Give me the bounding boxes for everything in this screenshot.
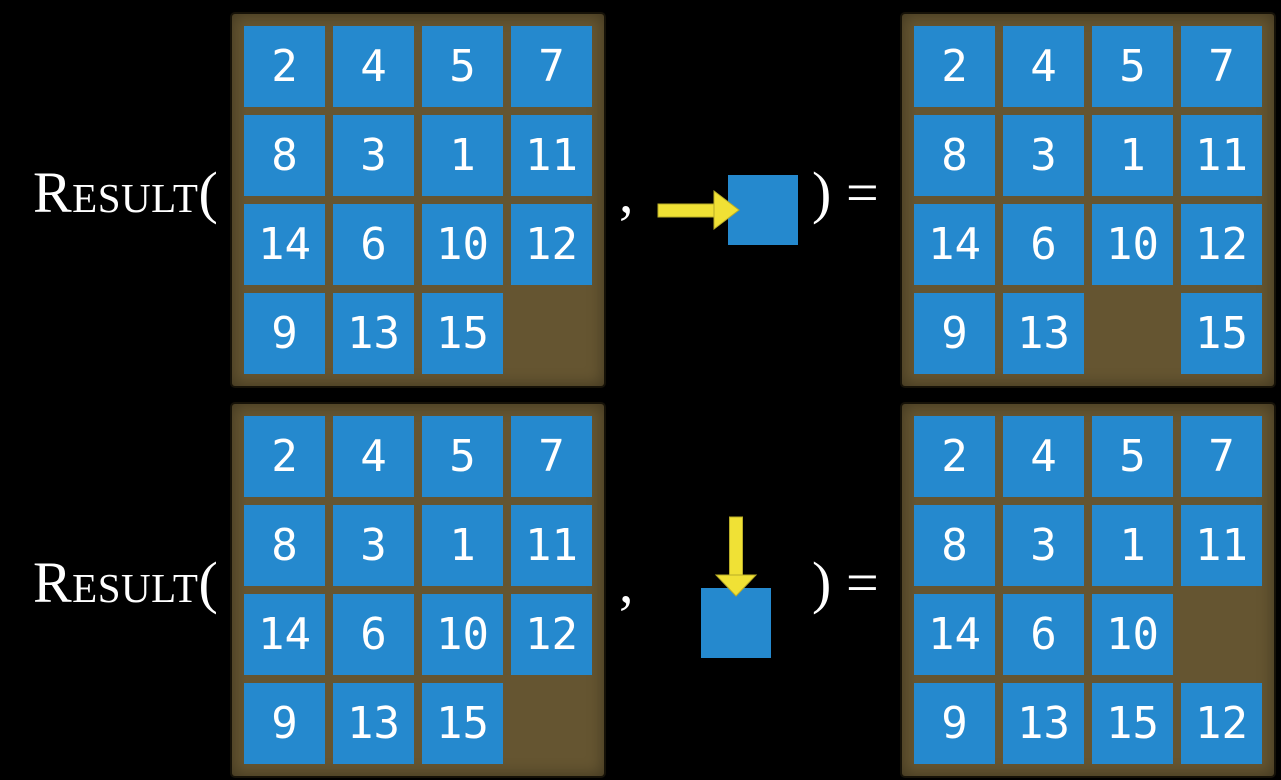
puzzle-tile-14: 14 xyxy=(914,204,995,285)
puzzle-tile-2: 2 xyxy=(914,26,995,107)
close-paren: ) xyxy=(812,550,832,615)
action-move-right xyxy=(657,175,798,245)
puzzle-tile-12: 12 xyxy=(511,594,592,675)
puzzle-tile-4: 4 xyxy=(1003,26,1084,107)
puzzle-tile-2: 2 xyxy=(244,26,325,107)
puzzle-tile-7: 7 xyxy=(511,26,592,107)
result-function-label: Result( xyxy=(33,550,219,615)
action-move-down xyxy=(701,516,771,658)
puzzle-tile-5: 5 xyxy=(1092,26,1173,107)
puzzle-tile-5: 5 xyxy=(1092,416,1173,497)
puzzle-tile-10: 10 xyxy=(422,204,503,285)
puzzle-tile-6: 6 xyxy=(333,204,414,285)
puzzle-tile-9: 9 xyxy=(244,683,325,764)
comma-separator: , xyxy=(619,160,634,225)
puzzle-blank-cell xyxy=(1181,594,1262,675)
puzzle-blank-cell xyxy=(1092,293,1173,374)
puzzle-tile-1: 1 xyxy=(1092,505,1173,586)
puzzle-tile-8: 8 xyxy=(244,115,325,196)
puzzle-tile-12: 12 xyxy=(511,204,592,285)
puzzle-tile-13: 13 xyxy=(1003,293,1084,374)
puzzle-tile-13: 13 xyxy=(1003,683,1084,764)
puzzle-blank-cell xyxy=(511,293,592,374)
puzzle-tile-10: 10 xyxy=(422,594,503,675)
puzzle-tile-3: 3 xyxy=(1003,505,1084,586)
puzzle-tile-3: 3 xyxy=(1003,115,1084,196)
puzzle-tile-1: 1 xyxy=(1092,115,1173,196)
puzzle-tile-5: 5 xyxy=(422,416,503,497)
puzzle-tile-11: 11 xyxy=(1181,115,1262,196)
comma-separator: , xyxy=(619,550,634,615)
arrow-right-icon xyxy=(657,189,740,231)
puzzle-blank-cell xyxy=(511,683,592,764)
puzzle-tile-9: 9 xyxy=(914,683,995,764)
puzzle-tile-6: 6 xyxy=(1003,204,1084,285)
puzzle-tile-4: 4 xyxy=(1003,416,1084,497)
puzzle-tile-12: 12 xyxy=(1181,204,1262,285)
puzzle-tile-15: 15 xyxy=(422,293,503,374)
action-tile-square xyxy=(701,588,771,658)
puzzle-tile-9: 9 xyxy=(914,293,995,374)
puzzle-tile-12: 12 xyxy=(1181,683,1262,764)
puzzle-tile-4: 4 xyxy=(333,416,414,497)
equals-sign: = xyxy=(846,160,879,225)
puzzle-tile-9: 9 xyxy=(244,293,325,374)
puzzle-tile-11: 11 xyxy=(1181,505,1262,586)
puzzle-tile-1: 1 xyxy=(422,115,503,196)
puzzle-tile-5: 5 xyxy=(422,26,503,107)
equals-sign: = xyxy=(846,550,879,615)
puzzle-tile-8: 8 xyxy=(914,115,995,196)
puzzle-tile-10: 10 xyxy=(1092,594,1173,675)
puzzle-tile-2: 2 xyxy=(914,416,995,497)
puzzle-tile-13: 13 xyxy=(333,293,414,374)
puzzle-tile-8: 8 xyxy=(244,505,325,586)
puzzle-tile-13: 13 xyxy=(333,683,414,764)
arrow-down-icon xyxy=(714,516,758,597)
puzzle-tile-15: 15 xyxy=(1181,293,1262,374)
puzzle-tile-4: 4 xyxy=(333,26,414,107)
puzzle-tile-14: 14 xyxy=(914,594,995,675)
puzzle-tile-7: 7 xyxy=(1181,26,1262,107)
puzzle-tile-14: 14 xyxy=(244,204,325,285)
puzzle-tile-3: 3 xyxy=(333,505,414,586)
puzzle-tile-14: 14 xyxy=(244,594,325,675)
result-function-label: Result( xyxy=(33,160,219,225)
puzzle-tile-10: 10 xyxy=(1092,204,1173,285)
puzzle-tile-11: 11 xyxy=(511,115,592,196)
puzzle-tile-7: 7 xyxy=(1181,416,1262,497)
puzzle-tile-15: 15 xyxy=(422,683,503,764)
puzzle-tile-7: 7 xyxy=(511,416,592,497)
puzzle-tile-3: 3 xyxy=(333,115,414,196)
puzzle-tile-15: 15 xyxy=(1092,683,1173,764)
close-paren: ) xyxy=(812,160,832,225)
puzzle-tile-8: 8 xyxy=(914,505,995,586)
puzzle-tile-1: 1 xyxy=(422,505,503,586)
puzzle-tile-2: 2 xyxy=(244,416,325,497)
puzzle-tile-6: 6 xyxy=(333,594,414,675)
puzzle-tile-6: 6 xyxy=(1003,594,1084,675)
puzzle-tile-11: 11 xyxy=(511,505,592,586)
